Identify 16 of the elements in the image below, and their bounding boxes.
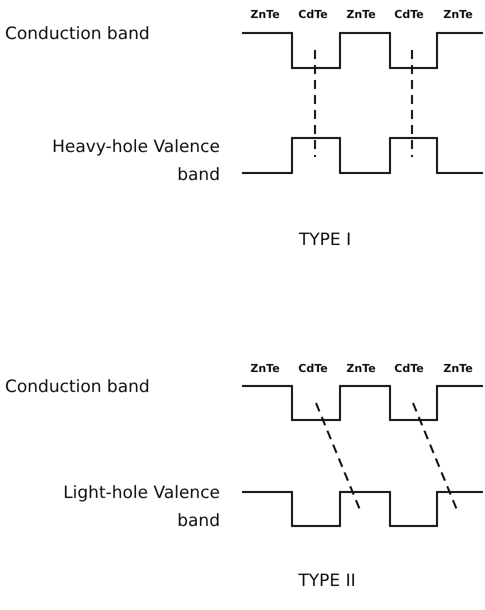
layer-label: ZnTe [443,9,473,20]
band-label: Heavy-hole Valence band [51,136,220,187]
layer-label: ZnTe [346,363,376,374]
layer-label: CdTe [394,363,424,374]
panel-caption: TYPE II [298,573,356,590]
panel-caption: TYPE I [298,232,352,249]
layer-label: ZnTe [250,363,280,374]
layer-label: ZnTe [250,9,280,20]
layer-label: ZnTe [346,9,376,20]
layer-label: CdTe [394,9,424,20]
layer-label: CdTe [298,9,328,20]
band-label: Light-hole Valence band [62,482,220,533]
band-label: Conduction band [5,26,150,43]
layer-label: CdTe [298,363,328,374]
band-label: Conduction band [5,379,150,396]
layer-label: ZnTe [443,363,473,374]
